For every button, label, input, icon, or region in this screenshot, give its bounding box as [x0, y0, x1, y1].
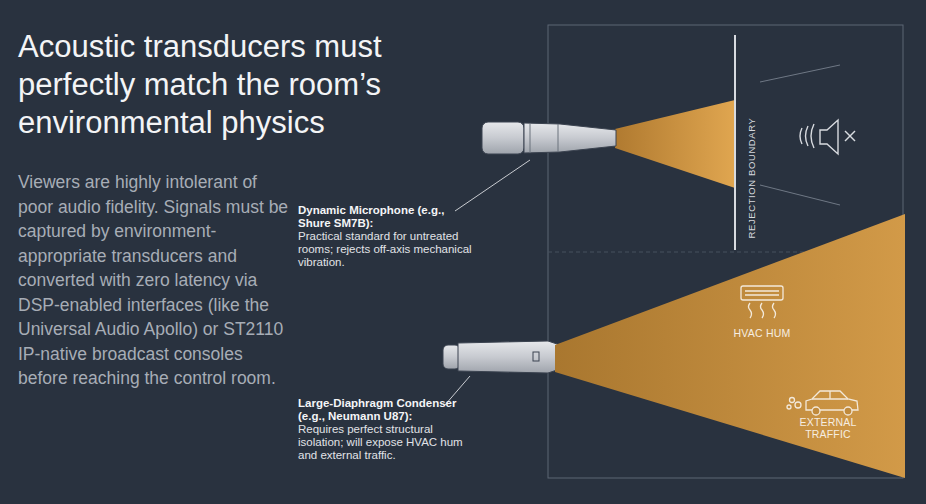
cone-shape [553, 214, 905, 478]
rejection-boundary-line [734, 35, 736, 250]
callout: Dynamic Microphone (e.g., Shure SM7B):Pr… [298, 204, 476, 269]
callout-heading: Dynamic Microphone (e.g., Shure SM7B): [298, 204, 448, 230]
muted-speaker-icon [800, 120, 855, 154]
noise-source-label: EXTERNAL TRAFFIC [786, 416, 870, 440]
pickup-cone [555, 214, 905, 478]
sound-wave [811, 124, 814, 148]
boundary-label: REJECTION BOUNDARY [746, 118, 757, 239]
slide-title: Acoustic transducers must perfectly matc… [18, 28, 473, 142]
mute-cross [845, 131, 855, 141]
mic-badge [533, 352, 539, 361]
mic-cap [443, 345, 460, 369]
callout: Large-Diaphragm Condenser (e.g., Neumann… [298, 397, 476, 462]
callout-body: Practical standard for untreated rooms; … [298, 230, 476, 269]
mic-ring [530, 123, 531, 153]
mic-body [458, 341, 560, 373]
speaker-body [820, 120, 838, 154]
mic-body [524, 123, 616, 153]
body-paragraph: Viewers are highly intolerant of poor au… [18, 170, 294, 391]
condenser-microphone [443, 341, 560, 373]
callout-body: Requires perfect structural isolation; w… [298, 423, 476, 462]
sound-wave [800, 128, 802, 144]
reflection-line [760, 65, 840, 82]
sound-wave [806, 126, 809, 146]
mute-cross [845, 131, 855, 141]
noise-source-label: HVAC HUM [720, 327, 804, 339]
mic-ring [558, 124, 559, 152]
leader-line [455, 160, 530, 211]
pickup-cone [615, 100, 735, 188]
pickup-cone-zone: HVAC HUM EXTERNAL TRAFFIC [553, 214, 905, 478]
dynamic-microphone [482, 122, 616, 154]
mic-grille [482, 122, 524, 154]
callout-heading: Large-Diaphragm Condenser (e.g., Neumann… [298, 397, 470, 423]
reflection-line [760, 185, 840, 205]
